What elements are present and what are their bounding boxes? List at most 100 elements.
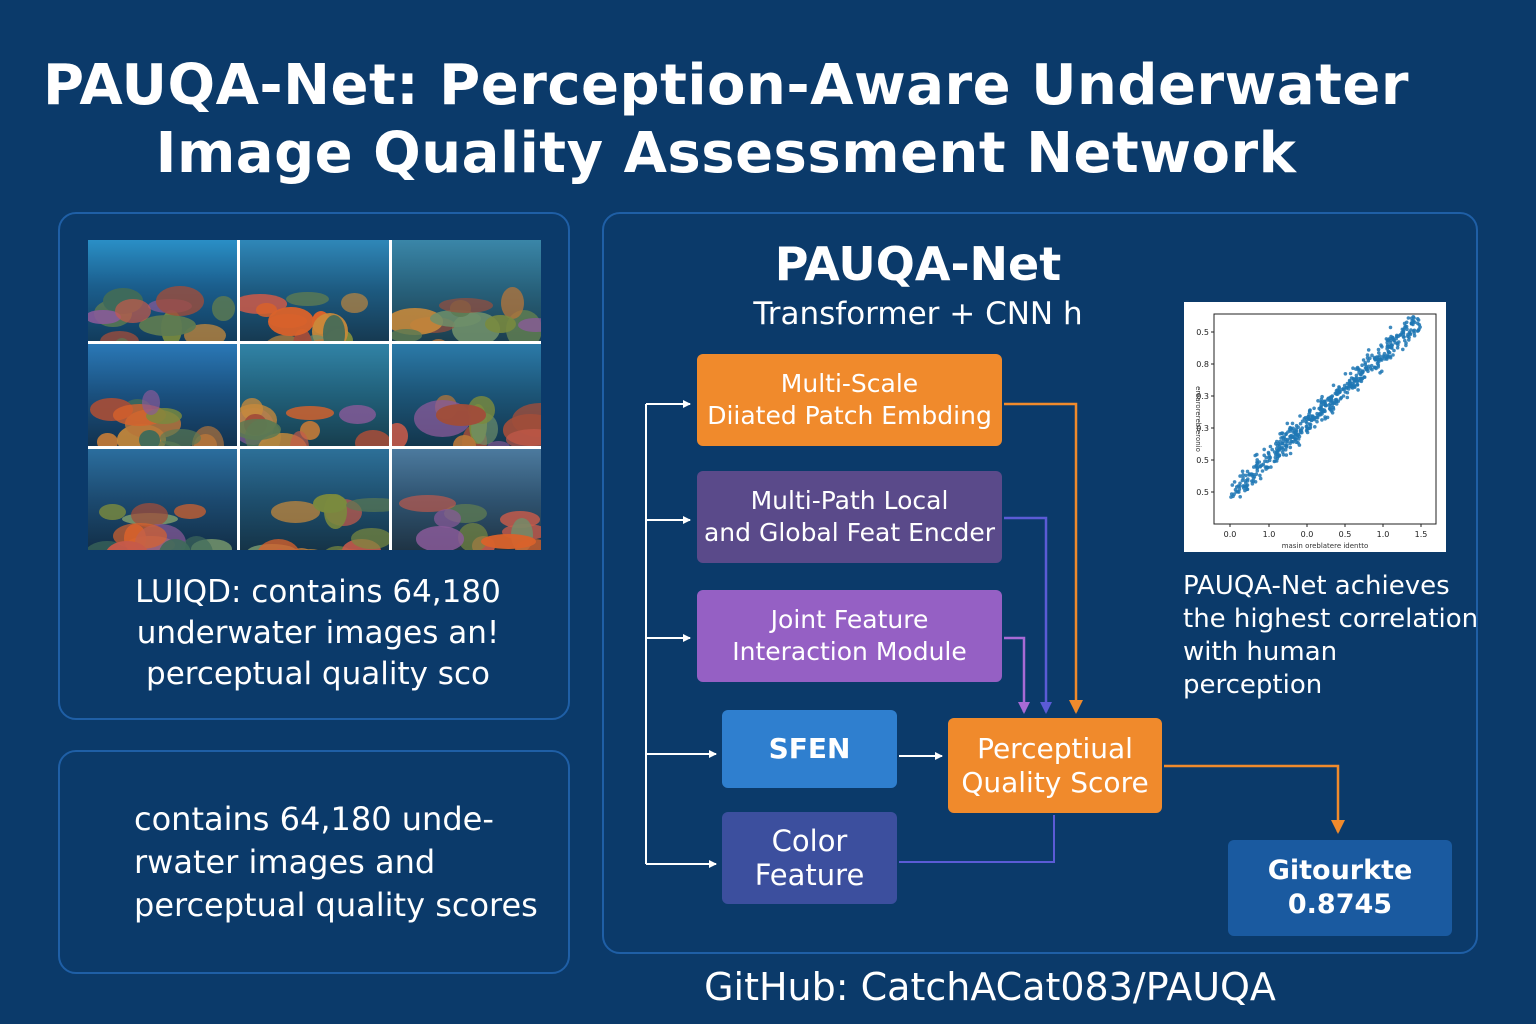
scatter-point (1385, 343, 1390, 347)
y-tick-label: 0.5 (1196, 456, 1209, 465)
scatter-point (1305, 424, 1309, 429)
scatter-point (1401, 347, 1405, 352)
scatter-point (1360, 363, 1364, 367)
page-title: PAUQA-Net: Perception-Aware Underwater I… (0, 52, 1452, 188)
scatter-point (1287, 427, 1292, 432)
scatter-point (1285, 443, 1289, 447)
scatter-point (1314, 415, 1319, 420)
scatter-point (1345, 381, 1350, 386)
underwater-thumbnail (88, 240, 237, 342)
scatter-point (1350, 382, 1354, 386)
underwater-thumbnail (88, 344, 237, 446)
dataset-panel (58, 212, 570, 720)
dataset-caption-line: underwater images an! (136, 615, 500, 651)
scatter-point (1261, 462, 1266, 467)
y-tick-label: 0.5 (1196, 488, 1209, 497)
scatter-point (1294, 429, 1298, 434)
x-tick-label: 0.0 (1224, 530, 1237, 539)
result-label: Gitourkte (1267, 855, 1413, 886)
scatter-point (1272, 450, 1277, 454)
scatter-point (1330, 411, 1335, 415)
scatter-point (1268, 455, 1273, 460)
scatter-point (1263, 459, 1267, 463)
x-tick-label: 1.0 (1377, 530, 1390, 539)
scatter-point (1274, 446, 1279, 451)
scatter-point (1388, 325, 1393, 330)
scatter-point (1296, 437, 1301, 441)
scatter-point (1258, 476, 1263, 481)
scatter-point (1299, 428, 1304, 433)
underwater-thumbnail (240, 240, 389, 342)
scatter-point (1349, 376, 1354, 380)
scatter-point (1238, 481, 1242, 486)
scatter-point (1415, 317, 1420, 321)
scatter-point (1308, 422, 1313, 427)
scatter-point (1345, 390, 1350, 395)
block-label-line: Quality Score (961, 765, 1149, 799)
dataset-caption-line: LUIQD: contains 64,180 (135, 574, 501, 610)
scatter-point (1343, 372, 1348, 376)
scatter-point (1240, 469, 1245, 474)
page-title-line-2: Image Quality Assessment Network (155, 121, 1297, 186)
scatter-point (1395, 346, 1400, 350)
scatter-point (1284, 432, 1288, 436)
scatter-point (1234, 485, 1239, 489)
scatter-point (1281, 439, 1285, 444)
scatter-point (1308, 408, 1312, 412)
scatter-point (1365, 353, 1370, 357)
scatter-point (1268, 444, 1273, 449)
scatter-point (1298, 421, 1303, 426)
scatter-point (1269, 465, 1273, 469)
scatter-point (1331, 383, 1336, 388)
x-tick-label: 1.5 (1415, 530, 1428, 539)
architecture-panel (602, 212, 1478, 954)
scatter-point (1402, 335, 1406, 339)
scatter-point (1266, 465, 1270, 470)
scatter-point (1329, 399, 1333, 403)
scatter-point (1361, 358, 1366, 362)
scatter-point (1379, 343, 1383, 347)
scatter-point (1310, 414, 1315, 419)
scatter-point (1401, 329, 1406, 334)
scatter-point (1230, 483, 1235, 487)
scatter-point (1290, 421, 1295, 426)
scatter-point (1306, 417, 1311, 421)
scatter-point (1323, 417, 1327, 421)
scatter-point (1397, 340, 1401, 344)
scatter-point (1412, 328, 1417, 333)
block-label-line: Interaction Module (732, 637, 967, 666)
scatter-point (1329, 395, 1334, 399)
scatter-point (1345, 395, 1350, 400)
scatter-point (1334, 399, 1339, 403)
scatter-point (1233, 487, 1238, 492)
scatter-point (1411, 322, 1415, 327)
scatter-point (1318, 411, 1322, 416)
underwater-image-grid (88, 240, 541, 550)
underwater-thumbnail (240, 448, 389, 550)
scatter-point (1305, 427, 1309, 432)
scatter-point (1411, 319, 1416, 323)
scatter-point (1262, 447, 1266, 452)
scatter-point (1288, 445, 1293, 450)
scatter-point (1270, 447, 1274, 452)
scatter-point (1319, 400, 1324, 405)
scatter-point (1395, 334, 1399, 339)
scatter-point (1325, 398, 1330, 402)
scatter-point (1313, 425, 1317, 429)
scatter-point (1359, 372, 1363, 377)
block-label-line: Feature (754, 858, 865, 892)
dataset-caption-line: perceptual quality sco (146, 656, 490, 692)
scatter-caption: PAUQA-Net achieves the highest correlati… (1183, 570, 1483, 702)
github-link[interactable]: GitHub: CatchACat083/PAUQA (704, 965, 1276, 1009)
scatter-point (1356, 388, 1360, 392)
scatter-point (1330, 403, 1334, 408)
y-axis-title: erearorerebreronio (1194, 386, 1202, 452)
scatter-point (1351, 366, 1355, 370)
scatter-point (1245, 469, 1250, 474)
scatter-point (1308, 425, 1313, 429)
scatter-point (1246, 477, 1250, 481)
scatter-point (1296, 425, 1300, 429)
scatter-point (1294, 440, 1299, 444)
